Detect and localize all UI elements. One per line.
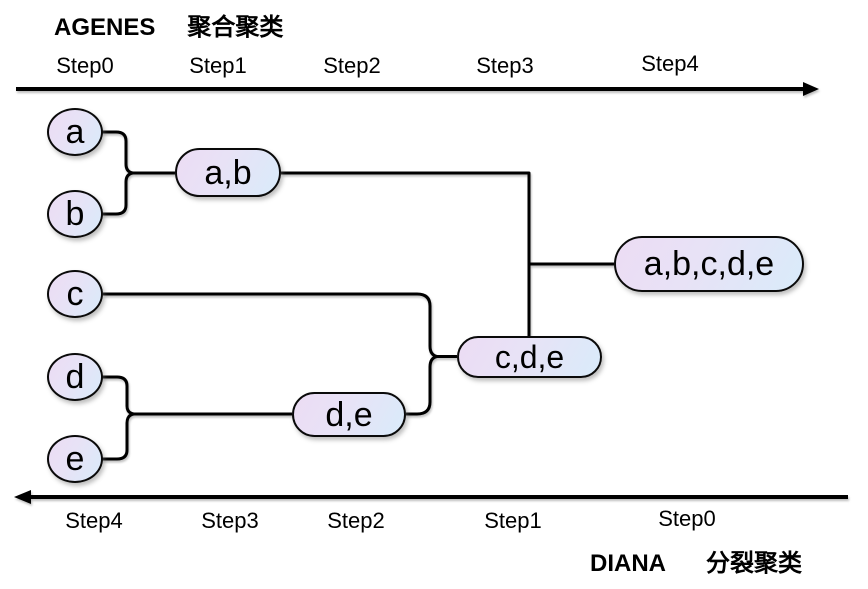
diana-step-1: Step1 [484, 508, 542, 533]
agnes-step-3: Step3 [476, 53, 534, 78]
diana-step-3: Step3 [201, 508, 259, 533]
brace-a-b [102, 130, 135, 216]
agnes-method-label: 聚合聚类 [187, 14, 284, 41]
cluster-node-b: b [47, 190, 103, 238]
cluster-node-c: c [47, 270, 103, 318]
node-e-label: e [65, 440, 85, 478]
agnes-step-1: Step1 [189, 53, 247, 78]
cluster-node-a: a [47, 108, 103, 156]
brace-d-e [102, 375, 136, 461]
diana-arrowhead-icon [14, 490, 31, 504]
node-c-label: c [66, 275, 84, 313]
agnes-step-2: Step2 [323, 53, 381, 78]
link-ab-down-to-cde [281, 171, 531, 336]
node-a-label: a [65, 113, 85, 151]
diana-name: DIANA [590, 550, 666, 577]
diana-method-label: 分裂聚类 [706, 550, 802, 577]
diana-step-2: Step2 [327, 508, 385, 533]
node-b-label: b [65, 195, 85, 233]
node-cde-label: c,d,e [494, 339, 565, 375]
cluster-node-cde: c,d,e [457, 336, 602, 378]
node-ab-label: a,b [204, 153, 252, 192]
node-de-label: d,e [325, 395, 373, 434]
agnes-step-0: Step0 [56, 53, 114, 78]
agnes-title: AGENES 聚合聚类 [54, 7, 283, 42]
diana-step-0: Step0 [658, 506, 716, 531]
cluster-node-d: d [47, 353, 103, 401]
agnes-step-4: Step4 [641, 51, 699, 76]
node-d-label: d [65, 358, 85, 396]
cluster-node-ab: a,b [175, 148, 281, 197]
cluster-node-abcde: a,b,c,d,e [614, 236, 804, 292]
agnes-arrowhead-icon [803, 82, 819, 96]
node-abcde-label: a,b,c,d,e [643, 245, 775, 283]
cluster-node-e: e [47, 435, 103, 483]
diana-title: DIANA 分裂聚类 [590, 543, 802, 578]
agnes-name: AGENES [54, 14, 156, 41]
cluster-node-de: d,e [292, 392, 406, 437]
diana-step-4: Step4 [65, 508, 123, 533]
